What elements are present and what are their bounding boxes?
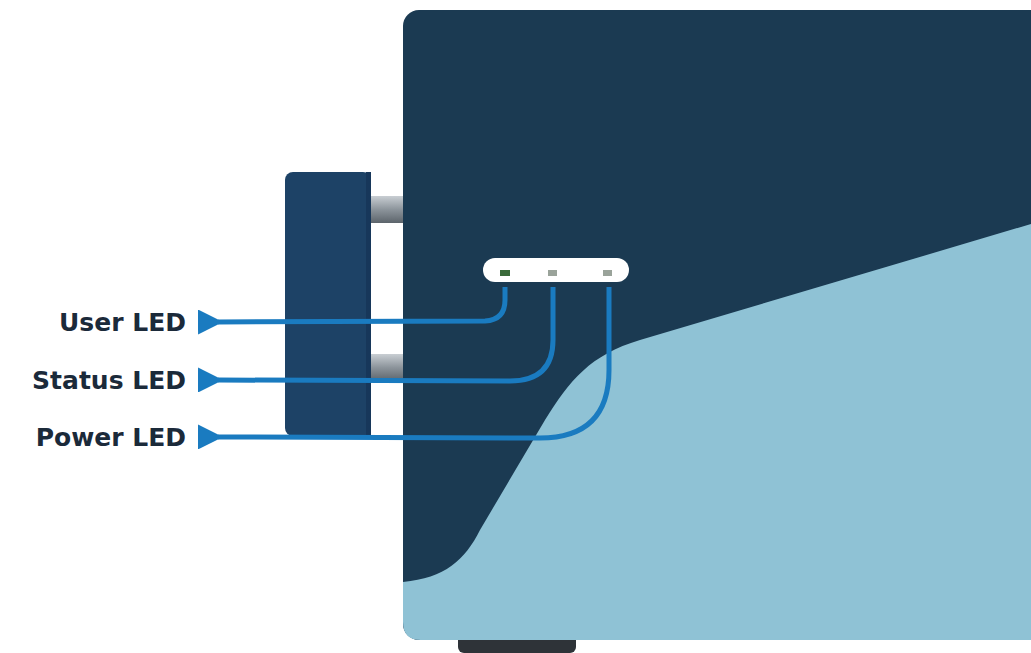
leader-line bbox=[218, 287, 609, 438]
power-led bbox=[603, 270, 612, 276]
metal-bar bbox=[366, 196, 408, 223]
callout-label: User LED bbox=[59, 310, 186, 335]
callout-label: Status LED bbox=[32, 368, 186, 393]
device-body bbox=[403, 10, 1031, 640]
callout-label: Power LED bbox=[36, 425, 186, 450]
leader-line bbox=[218, 287, 505, 322]
metal-bar bbox=[366, 354, 408, 381]
user-led bbox=[500, 270, 510, 276]
back-panel-edge bbox=[366, 172, 371, 436]
led-window bbox=[483, 258, 629, 282]
status-led bbox=[548, 270, 557, 276]
body-light-panel bbox=[403, 224, 1031, 640]
leader-line bbox=[218, 287, 553, 381]
back-panel bbox=[285, 172, 371, 436]
